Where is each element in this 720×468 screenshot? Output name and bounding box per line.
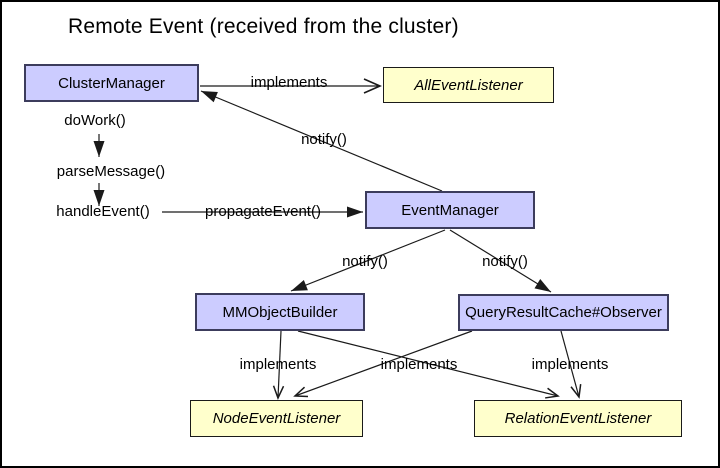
- edge-notify-clustermanager: [200, 90, 443, 192]
- label-implements-top: implements: [250, 74, 328, 91]
- label-notify-left: notify(): [342, 253, 388, 270]
- edge-notify-mmobjectbuilder: [290, 229, 446, 292]
- edge-implements-nodeeventlistener-left: [272, 330, 285, 400]
- edge-implements-relationeventlistener-right: [560, 330, 582, 399]
- edge-notify-queryresultcache: [449, 229, 552, 293]
- label-handleevent: handleEvent(): [56, 203, 150, 220]
- label-notify-top: notify(): [301, 131, 347, 148]
- edge-implements-relationeventlistener-cross: [297, 330, 560, 399]
- node-all-event-listener: AllEventListener: [383, 67, 554, 103]
- label-implements-middle: implements: [380, 356, 458, 373]
- label-notify-right: notify(): [482, 253, 528, 270]
- node-event-manager: EventManager: [365, 191, 535, 229]
- label-implements-left: implements: [239, 356, 317, 373]
- label-parsemessage: parseMessage(): [56, 163, 166, 180]
- diagram-title: Remote Event (received from the cluster): [68, 15, 459, 38]
- node-mm-object-builder: MMObjectBuilder: [195, 293, 365, 331]
- node-query-result-cache-observer: QueryResultCache#Observer: [458, 294, 669, 331]
- node-cluster-manager: ClusterManager: [24, 64, 199, 102]
- node-relation-event-listener: RelationEventListener: [474, 400, 682, 437]
- label-implements-right: implements: [531, 356, 609, 373]
- edge-implements-nodeeventlistener-cross: [293, 330, 473, 398]
- label-propagateevent: propagateEvent(): [205, 203, 321, 220]
- label-dowork: doWork(): [64, 112, 126, 129]
- node-node-event-listener: NodeEventListener: [190, 400, 363, 437]
